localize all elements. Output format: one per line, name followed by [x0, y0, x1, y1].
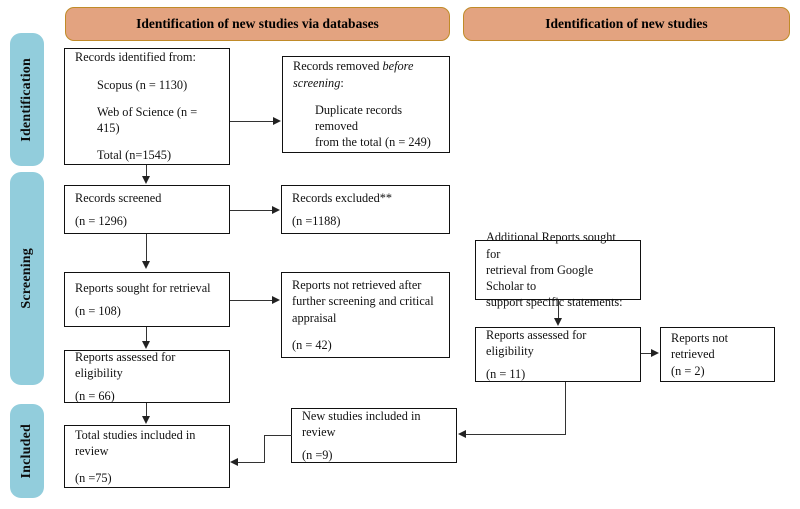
connector-screened-to-sought — [146, 234, 148, 262]
connector-screened-to-excluded — [230, 210, 273, 212]
additional-reports-line-2: retrieval from Google Scholar to — [486, 262, 597, 294]
stage-label-included: Included — [19, 423, 34, 479]
new-studies-line-2: (n =9) — [302, 448, 333, 463]
new-studies-line-1: New studies included in review — [302, 408, 424, 439]
additional-reports-line-1: Additional Reports sought for — [486, 230, 619, 261]
box-total-studies-included: Total studies included in review (n =75) — [64, 425, 230, 488]
banner-identification-via-databases: Identification of new studies via databa… — [65, 7, 450, 41]
reports-not-retrieved-left-line-2: further screening and critical — [292, 294, 434, 309]
arrowhead-assessed-to-total — [142, 416, 150, 424]
reports-not-retrieved-right-line-1: Reports not retrieved — [671, 331, 732, 362]
records-removed-text-a: Records removed — [293, 59, 383, 74]
box-reports-not-retrieved-right: Reports not retrieved (n = 2) — [660, 327, 775, 382]
box-records-screened: Records screened (n = 1296) — [64, 185, 230, 234]
arrowhead-additional-to-assessed-right — [554, 318, 562, 326]
reports-assessed-right-line-2: (n = 11) — [486, 367, 526, 382]
records-removed-emph-before: before — [382, 59, 414, 74]
stage-label-identification: Identification — [19, 57, 34, 142]
records-identified-line-4: Total (n=1545) — [97, 148, 172, 163]
connector-new-studies-to-total — [238, 462, 265, 464]
banner-label-databases: Identification of new studies via databa… — [136, 16, 379, 31]
reports-not-retrieved-left-line-3: appraisal — [292, 310, 337, 325]
box-reports-assessed-left: Reports assessed for eligibility (n = 66… — [64, 350, 230, 403]
records-removed-emph-screening: screening — [293, 75, 341, 90]
records-screened-line-2: (n = 1296) — [75, 214, 128, 228]
records-screened-line-1: Records screened — [75, 190, 162, 205]
connector-sought-to-assessed — [146, 327, 148, 342]
connector-assessed-right-down — [565, 382, 567, 435]
records-removed-line-2: screening: — [293, 75, 439, 91]
box-records-removed: Records removed before screening: Duplic… — [282, 56, 450, 153]
connector-identified-to-screened — [146, 165, 148, 177]
reports-not-retrieved-left-line-4: (n = 42) — [292, 337, 332, 352]
arrowhead-assessed-right-to-not-retrieved — [651, 349, 659, 357]
connector-assessed-right-to-new-studies — [466, 434, 566, 436]
reports-assessed-left-line-1: Reports assessed for eligibility — [75, 349, 179, 380]
banner-label-new-studies: Identification of new studies — [545, 16, 708, 31]
arrowhead-sought-to-not-retrieved — [272, 296, 280, 304]
records-identified-line-2: Scopus (n = 1130) — [97, 77, 188, 92]
records-removed-line-4: from the total (n = 249) — [315, 135, 431, 150]
total-studies-line-2: (n =75) — [75, 471, 112, 486]
arrowhead-identified-to-screened — [142, 176, 150, 184]
arrowhead-new-studies-to-total — [230, 458, 238, 466]
reports-sought-line-2: (n = 108) — [75, 304, 121, 318]
arrowhead-identified-to-removed — [273, 117, 281, 125]
connector-new-studies-left — [264, 435, 292, 437]
box-reports-not-retrieved-left: Reports not retrieved after further scre… — [281, 272, 450, 358]
reports-assessed-left-line-2: (n = 66) — [75, 389, 115, 404]
records-excluded-line-1: Records excluded** — [292, 190, 393, 205]
connector-new-studies-down — [264, 435, 266, 463]
records-removed-colon: : — [340, 75, 344, 90]
arrowhead-screened-to-excluded — [272, 206, 280, 214]
connector-additional-to-assessed-right — [558, 300, 560, 319]
connector-identified-to-removed — [230, 121, 274, 123]
box-additional-reports-sought: Additional Reports sought for retrieval … — [475, 230, 641, 309]
stage-pill-included: Included — [10, 404, 44, 498]
arrowhead-screened-to-sought — [142, 261, 150, 269]
records-removed-line-3: Duplicate records removed — [315, 102, 406, 134]
box-new-studies-included: New studies included in review (n =9) — [291, 408, 457, 463]
records-excluded-line-2: (n =1188) — [292, 214, 341, 228]
reports-sought-line-1: Reports sought for retrieval — [75, 280, 211, 295]
box-records-excluded: Records excluded** (n =1188) — [281, 185, 450, 234]
arrowhead-assessed-right-to-new-studies — [458, 430, 466, 438]
banner-identification-new-studies: Identification of new studies — [463, 7, 790, 41]
records-identified-line-1: Records identified from: — [75, 50, 196, 65]
additional-reports-line-3: support specific statements: — [486, 295, 623, 310]
arrowhead-sought-to-assessed — [142, 341, 150, 349]
connector-assessed-right-to-not-retrieved — [641, 353, 653, 355]
stage-pill-screening: Screening — [10, 172, 44, 385]
total-studies-line-1: Total studies included in review — [75, 427, 199, 458]
connector-sought-to-not-retrieved — [230, 300, 273, 302]
box-reports-sought-retrieval: Reports sought for retrieval (n = 108) — [64, 272, 230, 327]
stage-label-screening: Screening — [19, 248, 34, 309]
stage-pill-identification: Identification — [10, 33, 44, 166]
box-reports-assessed-right: Reports assessed for eligibility (n = 11… — [475, 327, 641, 382]
records-identified-line-3: Web of Science (n = 415) — [97, 104, 201, 136]
reports-not-retrieved-left-line-1: Reports not retrieved after — [292, 278, 422, 293]
connector-assessed-to-total — [146, 403, 148, 417]
box-records-identified: Records identified from: Scopus (n = 113… — [64, 48, 230, 165]
reports-assessed-right-line-1: Reports assessed for eligibility — [486, 327, 590, 358]
reports-not-retrieved-right-line-2: (n = 2) — [671, 363, 705, 378]
records-removed-line-1: Records removed before — [293, 58, 439, 74]
